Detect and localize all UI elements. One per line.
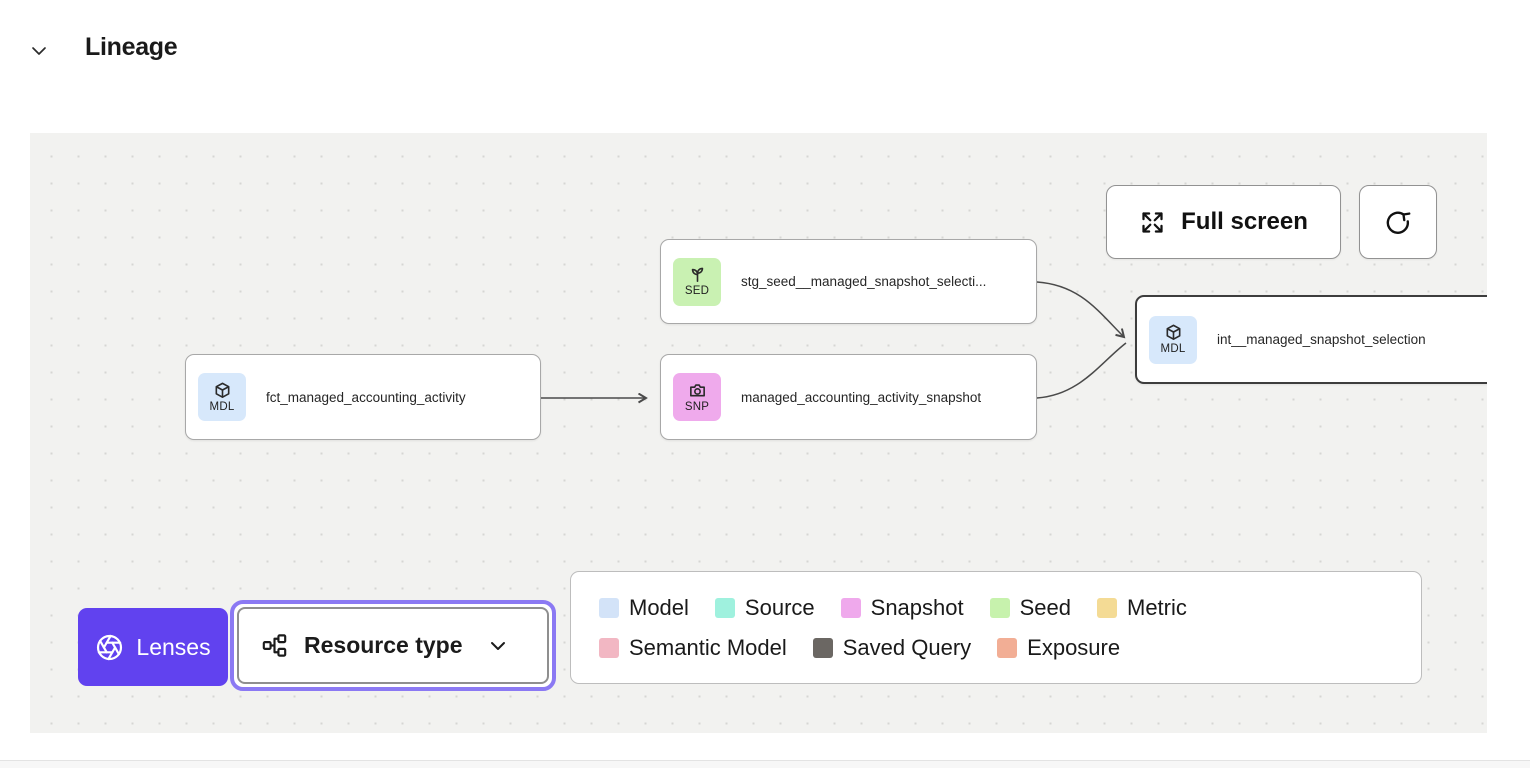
legend-item-exposure: Exposure [997,635,1120,661]
expand-arrows-icon [1139,209,1166,236]
seed-badge: SED [673,258,721,306]
node-managed-accounting-activity-snapshot[interactable]: SNP managed_accounting_activity_snapshot [660,354,1037,440]
snapshot-swatch [841,598,861,618]
legend-row-2: Semantic Model Saved Query Exposure [599,635,1393,661]
exposure-swatch [997,638,1017,658]
sitemap-icon [261,632,288,659]
sprout-icon [688,265,707,284]
full-screen-button[interactable]: Full screen [1106,185,1341,259]
badge-label: SNP [685,401,709,414]
page-title: Lineage [85,33,177,62]
legend-label: Semantic Model [629,635,787,661]
legend-item-metric: Metric [1097,595,1187,621]
lenses-label: Lenses [136,634,210,661]
camera-icon [688,381,707,400]
node-label: fct_managed_accounting_activity [266,390,466,405]
lineage-header: Lineage [0,0,1530,100]
legend-item-seed: Seed [990,595,1071,621]
node-fct-managed-accounting-activity[interactable]: MDL fct_managed_accounting_activity [185,354,541,440]
resource-type-dropdown[interactable]: Resource type [237,607,549,684]
node-int-managed-snapshot-selection[interactable]: MDL int__managed_snapshot_selection [1135,295,1487,384]
node-label: int__managed_snapshot_selection [1217,332,1426,347]
lineage-canvas[interactable]: SED stg_seed__managed_snapshot_selecti..… [30,133,1487,733]
legend-item-saved-query: Saved Query [813,635,971,661]
snapshot-badge: SNP [673,373,721,421]
badge-label: SED [685,285,709,298]
legend-label: Model [629,595,689,621]
section-divider [0,760,1530,768]
resource-type-dropdown-focus-ring: Resource type [230,600,556,691]
legend-label: Saved Query [843,635,971,661]
full-screen-label: Full screen [1181,208,1308,236]
cube-icon [1164,323,1183,342]
resource-type-legend: Model Source Snapshot Seed Metric [570,571,1422,684]
edge-seed-to-int [1037,282,1124,337]
saved-query-swatch [813,638,833,658]
aperture-icon [95,633,124,662]
model-badge: MDL [198,373,246,421]
legend-row-1: Model Source Snapshot Seed Metric [599,595,1393,621]
node-stg-seed[interactable]: SED stg_seed__managed_snapshot_selecti..… [660,239,1037,324]
legend-label: Snapshot [871,595,964,621]
legend-item-model: Model [599,595,689,621]
legend-item-semantic-model: Semantic Model [599,635,787,661]
badge-label: MDL [1161,343,1186,356]
node-label: stg_seed__managed_snapshot_selecti... [741,274,986,289]
source-swatch [715,598,735,618]
lenses-button[interactable]: Lenses [78,608,228,686]
legend-label: Source [745,595,815,621]
legend-label: Metric [1127,595,1187,621]
legend-label: Seed [1020,595,1071,621]
resource-type-label: Resource type [304,632,463,659]
edge-snapshot-to-int [1037,343,1126,398]
chevron-down-icon [487,635,509,657]
collapse-chevron-down-icon[interactable] [28,40,50,62]
refresh-button[interactable] [1359,185,1437,259]
seed-swatch [990,598,1010,618]
refresh-icon [1383,207,1413,237]
cube-icon [213,381,232,400]
semantic-model-swatch [599,638,619,658]
model-badge: MDL [1149,316,1197,364]
legend-item-source: Source [715,595,815,621]
node-label: managed_accounting_activity_snapshot [741,390,981,405]
model-swatch [599,598,619,618]
metric-swatch [1097,598,1117,618]
badge-label: MDL [210,401,235,414]
legend-label: Exposure [1027,635,1120,661]
legend-item-snapshot: Snapshot [841,595,964,621]
